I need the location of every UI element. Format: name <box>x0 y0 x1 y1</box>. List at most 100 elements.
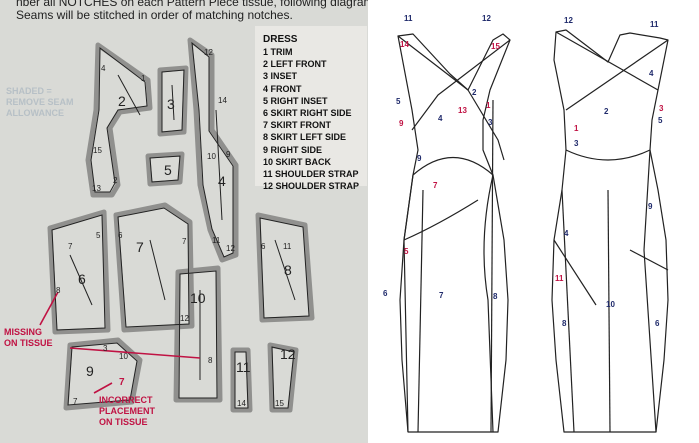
back-label-3: 3 <box>574 139 579 148</box>
piece-7-outline <box>113 202 195 333</box>
piece-2-outline <box>85 42 153 198</box>
notch-14: 14 <box>218 96 227 105</box>
dress-legend: DRESS 1 TRIM 2 LEFT FRONT 3 INSET 4 FRON… <box>255 26 367 191</box>
missing-line1: MISSING <box>4 327 43 337</box>
notch-10: 10 <box>207 152 216 161</box>
back-label-2: 2 <box>604 107 609 116</box>
piece-label-7: 7 <box>136 239 144 255</box>
front-label-14: 14 <box>400 40 409 49</box>
piece-label-2: 2 <box>118 93 126 109</box>
incorrect-placement-callout: INCORRECT PLACEMENT ON TISSUE <box>99 395 155 428</box>
notch-15: 15 <box>93 146 102 155</box>
incorrect-line2: PLACEMENT <box>99 406 155 416</box>
front-label-12: 12 <box>482 14 491 23</box>
notch-7b: 7 <box>182 237 187 246</box>
front-label-9-red: 9 <box>399 119 404 128</box>
front-label-13: 13 <box>458 106 467 115</box>
instruction-line-1: nber all NOTCHES on each Pattern Piece t… <box>16 0 374 9</box>
back-label-12: 12 <box>564 16 573 25</box>
back-label-11-red: 11 <box>555 274 564 283</box>
notch-6b: 6 <box>261 242 266 251</box>
legend-item: 12 SHOULDER STRAP <box>263 181 360 192</box>
back-label-10: 10 <box>606 300 615 309</box>
legend-title: DRESS <box>263 34 298 45</box>
piece-11-outline <box>230 347 253 413</box>
back-label-9: 9 <box>648 202 653 211</box>
notch-1: 1 <box>141 74 146 83</box>
notch-3: 3 <box>103 344 108 353</box>
front-label-6: 6 <box>383 289 388 298</box>
notch-6: 6 <box>118 231 123 240</box>
notch-4: 4 <box>101 64 106 73</box>
notch-7: 7 <box>68 242 73 251</box>
shaded-note-line3: ALLOWANCE <box>6 108 64 118</box>
front-label-7: 7 <box>439 291 444 300</box>
front-label-8: 8 <box>493 292 498 301</box>
pattern-layout-panel: nber all NOTCHES on each Pattern Piece t… <box>4 0 374 428</box>
piece-3-outline <box>157 65 189 137</box>
notch-2: 2 <box>113 176 118 185</box>
dress-sketch-panel: 11 12 14 15 2 1 13 4 3 5 9 7 5 9 6 7 8 1… <box>368 0 699 443</box>
piece-label-6: 6 <box>78 271 86 287</box>
notch-11: 11 <box>212 236 221 245</box>
missing-line2: ON TISSUE <box>4 338 53 348</box>
notch-8: 8 <box>56 286 61 295</box>
front-label-7-red: 7 <box>433 181 438 190</box>
piece-label-5: 5 <box>164 162 172 178</box>
incorrect-line3: ON TISSUE <box>99 417 148 427</box>
pattern-pieces-drawing <box>39 37 315 413</box>
legend-item: 6 SKIRT RIGHT SIDE <box>263 108 352 119</box>
legend-item: 7 SKIRT FRONT <box>263 120 332 131</box>
legend-item: 5 RIGHT INSET <box>263 95 328 106</box>
legend-item: 1 TRIM <box>263 47 293 57</box>
incorrect-line1: INCORRECT <box>99 395 153 405</box>
notch-10b: 10 <box>119 352 128 361</box>
piece-label-11: 11 <box>236 359 251 375</box>
piece-9-outline <box>63 337 143 411</box>
piece-label-10: 10 <box>190 290 206 306</box>
back-label-1: 1 <box>574 124 579 133</box>
missing-on-tissue-callout: MISSING ON TISSUE <box>4 327 53 349</box>
notch-11b: 11 <box>283 242 292 251</box>
front-label-5-red: 5 <box>404 247 409 256</box>
piece-label-12: 12 <box>280 346 296 362</box>
legend-item: 9 RIGHT SIDE <box>263 144 323 155</box>
piece-10-outline <box>173 265 223 403</box>
back-view-dress <box>551 29 669 433</box>
legend-item: 2 LEFT FRONT <box>263 59 327 70</box>
back-label-6: 6 <box>655 319 660 328</box>
legend-item: 10 SKIRT BACK <box>263 156 332 167</box>
piece-6-outline <box>47 209 111 335</box>
notch-13: 13 <box>92 184 101 193</box>
legend-item: 3 INSET <box>263 71 298 82</box>
notch-15b: 15 <box>275 399 284 408</box>
back-label-5: 5 <box>658 116 663 125</box>
legend-list: 1 TRIM 2 LEFT FRONT 3 INSET 4 FRONT 5 RI… <box>263 46 359 192</box>
piece-4-outline <box>187 37 239 263</box>
back-label-4: 4 <box>649 69 654 78</box>
piece-12-outline <box>267 342 299 413</box>
front-label-9: 9 <box>417 154 422 163</box>
piece-5-outline <box>145 151 185 187</box>
back-label-4b: 4 <box>564 229 569 238</box>
back-label-11: 11 <box>650 20 659 29</box>
notch-7c: 7 <box>73 397 78 406</box>
legend-item: 4 FRONT <box>263 83 302 94</box>
shaded-note: SHADED = REMOVE SEAM ALLOWANCE <box>6 86 74 119</box>
front-label-2: 2 <box>472 88 477 97</box>
piece-label-4: 4 <box>218 173 226 189</box>
legend-item: 11 SHOULDER STRAP <box>263 169 359 180</box>
dress-sketches <box>397 29 669 433</box>
front-label-11: 11 <box>404 14 413 23</box>
back-label-3-red: 3 <box>659 104 664 113</box>
notch-9: 9 <box>226 150 231 159</box>
notch-12-top: 12 <box>204 48 213 57</box>
front-label-1: 1 <box>486 101 491 110</box>
piece-label-9: 9 <box>86 363 94 379</box>
notch-14b: 14 <box>237 399 246 408</box>
notch-7-incorrect: 7 <box>119 377 125 388</box>
notch-12: 12 <box>226 244 235 253</box>
front-label-3: 3 <box>488 118 493 127</box>
front-view-dress <box>397 33 511 433</box>
